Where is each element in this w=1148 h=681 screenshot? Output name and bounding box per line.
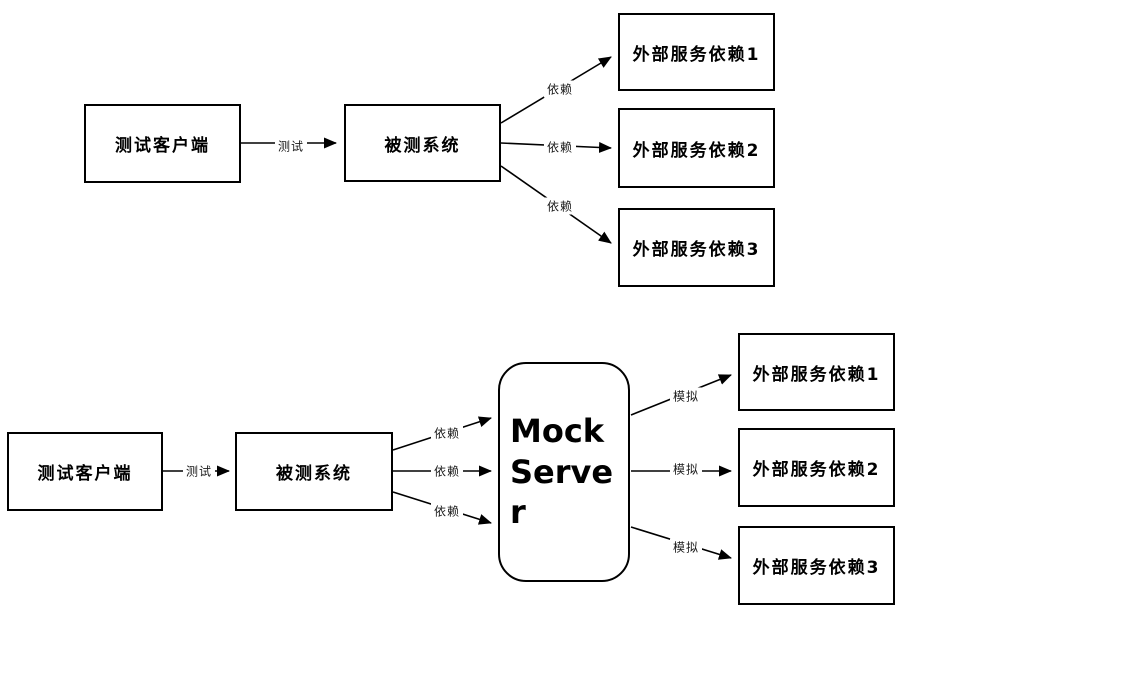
bottom-external-service-3-box: 外部服务依赖3 xyxy=(738,526,895,605)
bottom-edge-label-dependency-2: 依赖 xyxy=(430,462,464,480)
top-edge-label-dependency-2: 依赖 xyxy=(543,138,577,156)
top-edge-label-test: 测试 xyxy=(274,137,308,155)
bottom-edge-label-dependency-1: 依赖 xyxy=(430,424,464,442)
bottom-external-service-1-label: 外部服务依赖1 xyxy=(752,364,881,385)
top-external-service-2-label: 外部服务依赖2 xyxy=(632,140,761,161)
bottom-test-client-label: 测试客户端 xyxy=(37,464,133,484)
bottom-system-under-test-box: 被测系统 xyxy=(235,432,393,511)
top-edge-label-dependency-1: 依赖 xyxy=(543,80,577,98)
top-system-under-test-box: 被测系统 xyxy=(344,104,501,182)
top-test-client-box: 测试客户端 xyxy=(84,104,241,183)
mock-server-label: Mock Server xyxy=(510,411,614,532)
bottom-system-under-test-label: 被测系统 xyxy=(276,464,352,484)
bottom-edge-label-mock-3: 模拟 xyxy=(669,538,703,556)
bottom-test-client-box: 测试客户端 xyxy=(7,432,163,511)
top-external-service-2-box: 外部服务依赖2 xyxy=(618,108,775,188)
bottom-edge-label-mock-2: 模拟 xyxy=(669,460,703,478)
top-external-service-1-label: 外部服务依赖1 xyxy=(632,44,761,65)
bottom-external-service-1-box: 外部服务依赖1 xyxy=(738,333,895,411)
bottom-edge-label-test: 测试 xyxy=(182,462,216,480)
bottom-external-service-2-box: 外部服务依赖2 xyxy=(738,428,895,507)
top-test-client-label: 测试客户端 xyxy=(115,136,210,156)
mock-server-box: Mock Server xyxy=(498,362,630,582)
bottom-external-service-3-label: 外部服务依赖3 xyxy=(752,558,881,578)
bottom-external-service-2-label: 外部服务依赖2 xyxy=(752,460,881,480)
top-edge-label-dependency-3: 依赖 xyxy=(543,197,577,215)
top-system-under-test-label: 被测系统 xyxy=(384,135,461,156)
bottom-edge-label-mock-1: 模拟 xyxy=(669,387,703,405)
top-external-service-3-box: 外部服务依赖3 xyxy=(618,208,775,287)
bottom-edge-label-dependency-3: 依赖 xyxy=(430,502,464,520)
top-external-service-1-box: 外部服务依赖1 xyxy=(618,13,775,91)
top-external-service-3-label: 外部服务依赖3 xyxy=(632,240,761,260)
